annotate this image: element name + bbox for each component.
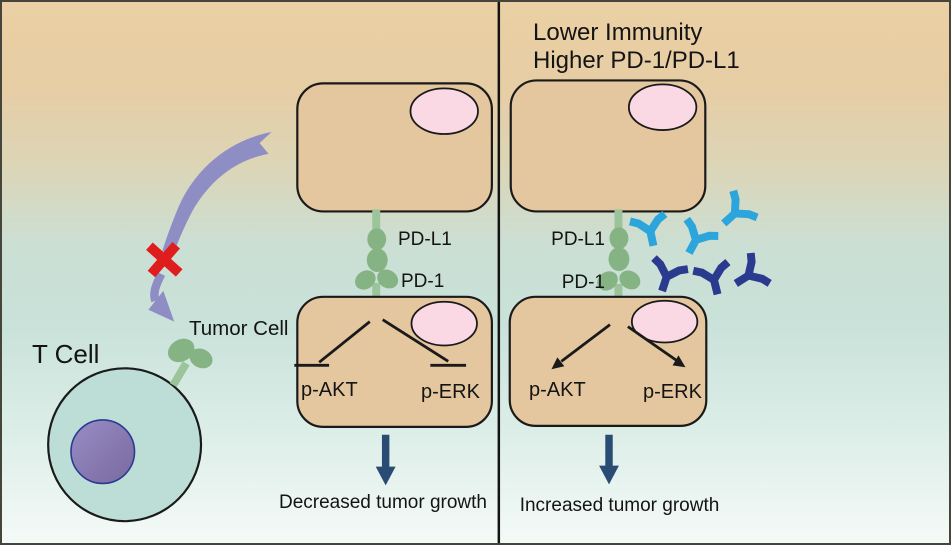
pd1-label-middle: PD-1 xyxy=(401,271,445,292)
t-cell-receptor-icon xyxy=(167,338,213,388)
caption-middle: Decreased tumor growth xyxy=(278,492,488,513)
tumor-cell-nucleus xyxy=(410,300,478,347)
pakt-label-middle: p-AKT xyxy=(301,379,358,401)
antibody-icon-dark xyxy=(693,262,735,299)
tumor-cell-bottom-right xyxy=(508,295,708,427)
t-cell-label: T Cell xyxy=(32,339,100,369)
tumor-cell-nucleus xyxy=(627,83,698,131)
inhibition-line-perk xyxy=(381,318,467,367)
antibody-icon-dark xyxy=(726,253,769,299)
pakt-label-right: p-AKT xyxy=(529,379,586,401)
pd1-label-right: PD-1 xyxy=(561,272,605,293)
pdl1-label-right: PD-L1 xyxy=(551,229,605,250)
tumor-cell-top-middle xyxy=(296,82,493,213)
activation-arrow-perk xyxy=(627,325,686,368)
red-x-blocked-icon xyxy=(146,241,183,278)
perk-label-middle: p-ERK xyxy=(421,381,480,403)
tumor-cell-top-right xyxy=(509,79,707,213)
antibody-icon-dark xyxy=(645,258,688,296)
activation-arrow-pakt xyxy=(551,323,611,370)
t-cell-nucleus xyxy=(70,419,136,485)
pdl1-ligand-icon-right xyxy=(608,209,630,272)
perk-label-right: p-ERK xyxy=(643,381,702,403)
antibody-icon-light xyxy=(630,214,671,250)
tumor-cell-nucleus xyxy=(630,299,699,344)
caption-right: Increased tumor growth xyxy=(519,495,720,516)
pdl1-label-middle: PD-L1 xyxy=(398,229,452,250)
down-arrow-middle xyxy=(375,434,396,486)
blocked-interaction-arrow xyxy=(148,132,272,322)
tumor-cell-nucleus xyxy=(409,87,479,135)
inhibition-line-pakt xyxy=(294,320,371,367)
down-arrow-right xyxy=(599,434,619,485)
antibody-icon-light xyxy=(712,191,757,237)
t-cell xyxy=(47,338,213,523)
pdl1-ligand-icon-middle xyxy=(366,209,388,273)
tumor-cell-label: Tumor Cell xyxy=(189,317,289,340)
tumor-cell-bottom-middle xyxy=(296,295,493,428)
antibody-icon-light xyxy=(673,219,718,261)
right-title-line1: Lower Immunity xyxy=(533,19,703,46)
right-title-line2: Higher PD-1/PD-L1 xyxy=(533,47,740,74)
